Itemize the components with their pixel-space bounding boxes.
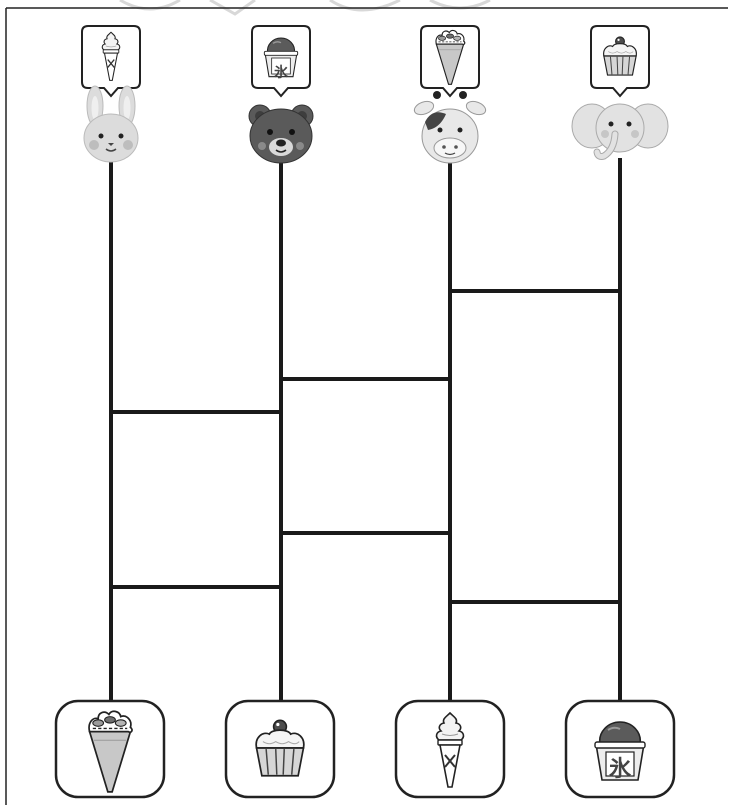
bubble-3	[420, 25, 480, 98]
bubble-1	[81, 25, 141, 98]
lanes	[109, 158, 622, 705]
shaved-ice-kanji: 氷	[274, 64, 289, 81]
bottom-box-1[interactable]	[54, 699, 166, 799]
shaved-ice-icon: 氷	[593, 720, 647, 782]
bear-icon[interactable]	[248, 104, 314, 164]
bubble-4	[590, 25, 650, 98]
top-watermark	[119, 0, 491, 16]
bubble-2: 氷	[251, 25, 311, 98]
elephant-icon[interactable]	[571, 103, 669, 160]
rungs	[111, 289, 620, 604]
cow-icon[interactable]	[413, 91, 488, 164]
shaved-ice-icon: 氷	[263, 37, 299, 81]
bottom-box-4[interactable]: 氷	[564, 699, 676, 799]
rabbit-icon[interactable]	[83, 85, 139, 163]
shaved-ice-kanji-large: 氷	[609, 757, 632, 782]
bottom-box-3[interactable]	[394, 699, 506, 799]
bottom-box-2[interactable]	[224, 699, 336, 799]
